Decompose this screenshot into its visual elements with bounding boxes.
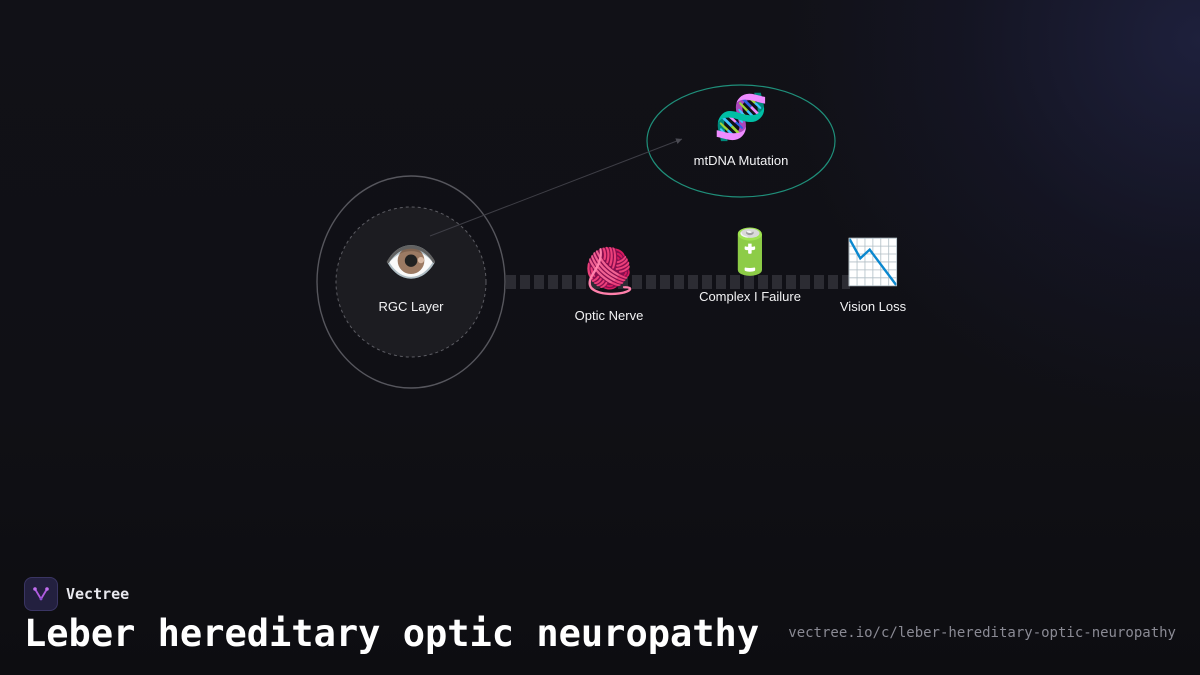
chart-decreasing-icon: 📉 bbox=[845, 237, 901, 288]
dna-icon: 🧬 bbox=[713, 92, 769, 143]
page-url[interactable]: vectree.io/c/leber-hereditary-optic-neur… bbox=[788, 625, 1176, 641]
yarn-icon: 🧶 bbox=[581, 246, 637, 297]
brand: Vectree bbox=[24, 577, 129, 611]
mtdna-ring bbox=[646, 84, 836, 198]
vectree-logo-icon bbox=[24, 577, 58, 611]
battery-icon: 🔋 bbox=[722, 227, 778, 278]
node-label-optic-nerve: Optic Nerve bbox=[574, 308, 644, 323]
node-label-vision-loss: Vision Loss bbox=[839, 299, 907, 314]
rgc-inner-ring bbox=[335, 206, 487, 358]
rgc-outer-ring bbox=[316, 175, 506, 389]
node-label-complex-i-failure: Complex I Failure bbox=[699, 289, 801, 304]
eye-icon: 👁️ bbox=[383, 237, 439, 288]
brand-name: Vectree bbox=[66, 585, 130, 603]
rgc-to-mtdna-arrow bbox=[429, 138, 683, 237]
node-label-rgc-layer: RGC Layer bbox=[378, 299, 444, 314]
page-title: Leber hereditary optic neuropathy bbox=[24, 612, 760, 655]
node-label-mtdna-mutation: mtDNA Mutation bbox=[693, 153, 789, 168]
